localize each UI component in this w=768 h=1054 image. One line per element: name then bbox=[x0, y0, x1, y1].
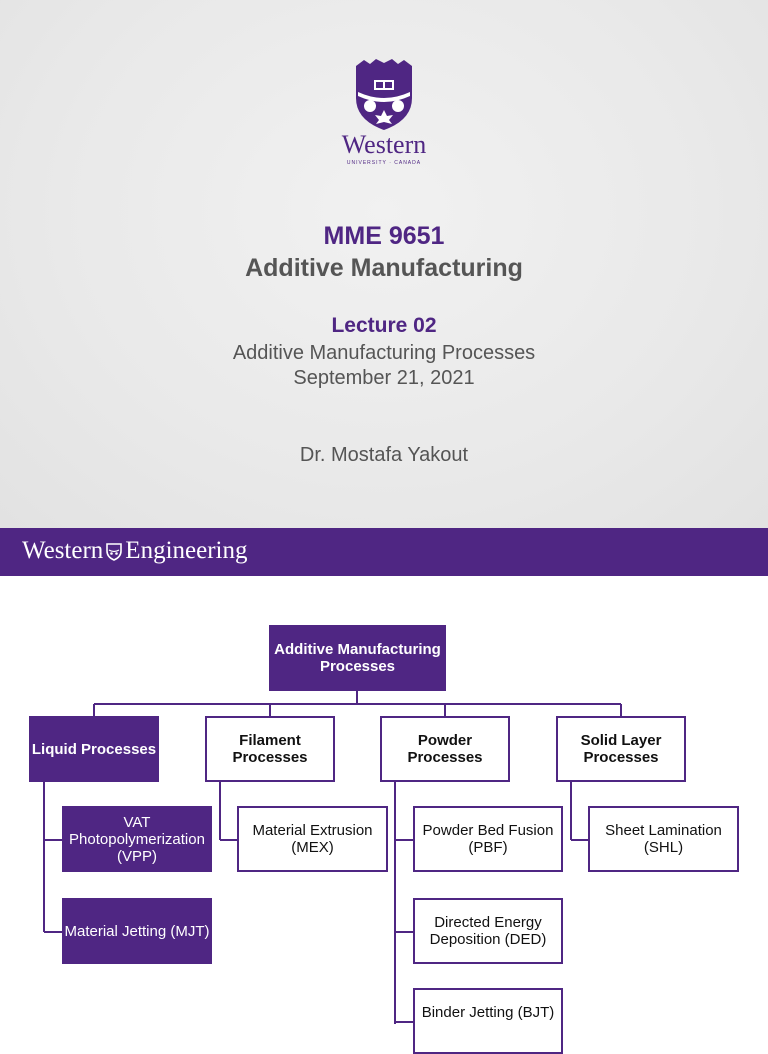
banner-wordmark: Western Engineering bbox=[22, 537, 247, 565]
process-ded: Directed Energy Deposition (DED) bbox=[413, 898, 563, 964]
crest-icon bbox=[106, 543, 123, 561]
category-powder: Powder Processes bbox=[380, 716, 510, 782]
title-slide: Western UNIVERSITY · CANADA MME 9651 Add… bbox=[0, 0, 768, 528]
logo-subtitle: UNIVERSITY · CANADA bbox=[346, 160, 422, 166]
western-engineering-banner: Western Engineering bbox=[0, 528, 768, 576]
process-shl: Sheet Lamination (SHL) bbox=[588, 806, 739, 872]
western-shield-icon bbox=[356, 59, 412, 130]
lecture-topic: Additive Manufacturing Processes bbox=[232, 342, 536, 364]
course-code: MME 9651 bbox=[323, 222, 445, 250]
process-mex: Material Extrusion (MEX) bbox=[237, 806, 388, 872]
category-liquid: Liquid Processes bbox=[29, 716, 159, 782]
category-solid-layer: Solid Layer Processes bbox=[556, 716, 686, 782]
process-bjt: Binder Jetting (BJT) bbox=[413, 988, 563, 1054]
process-vpp: VAT Photopolymerization (VPP) bbox=[62, 806, 212, 872]
western-logo: Western UNIVERSITY · CANADA bbox=[334, 58, 434, 170]
category-filament: Filament Processes bbox=[205, 716, 335, 782]
banner-western: Western bbox=[22, 537, 104, 564]
author: Dr. Mostafa Yakout bbox=[299, 444, 469, 466]
root-node: Additive Manufacturing Processes bbox=[269, 625, 446, 691]
logo-wordmark: Western bbox=[341, 130, 427, 159]
process-mjt: Material Jetting (MJT) bbox=[62, 898, 212, 964]
course-title: Additive Manufacturing bbox=[245, 254, 523, 282]
process-pbf: Powder Bed Fusion (PBF) bbox=[413, 806, 563, 872]
diagram-connectors bbox=[43, 690, 622, 1024]
banner-engineering: Engineering bbox=[125, 537, 248, 564]
am-process-diagram: Additive Manufacturing Processes Liquid … bbox=[0, 576, 768, 1054]
lecture-date: September 21, 2021 bbox=[293, 367, 475, 389]
lecture-number: Lecture 02 bbox=[331, 314, 437, 337]
